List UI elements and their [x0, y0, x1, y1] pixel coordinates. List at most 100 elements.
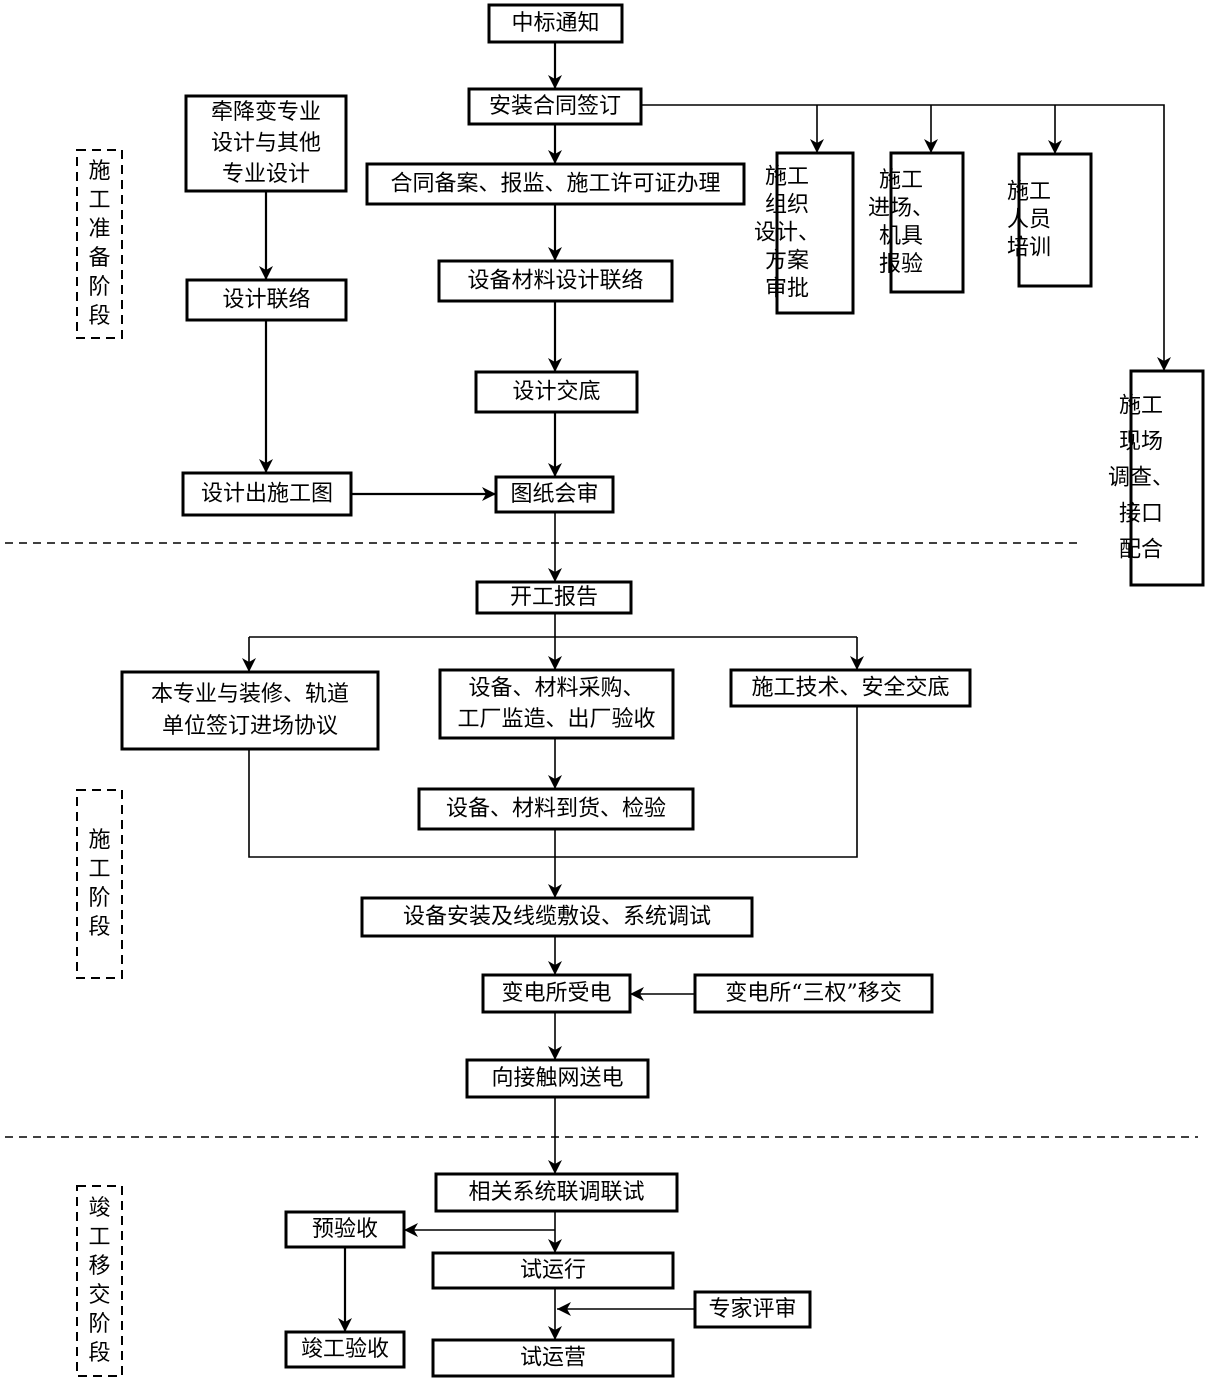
node-joint-debug: 相关系统联调联试	[434, 1172, 679, 1213]
node-box	[365, 162, 746, 206]
node-label-line: 调查、	[1108, 466, 1174, 491]
node-box	[693, 1290, 812, 1329]
node-expert-review: 专家评审	[693, 1290, 812, 1329]
node-label-line: 施工	[1007, 180, 1051, 205]
node-label-line: 设计交底	[512, 380, 600, 405]
arrow-catenary-to-joint	[548, 1097, 562, 1174]
arrow-to-staff-training	[1048, 105, 1062, 154]
arrow-trial-run-to-operation	[548, 1288, 562, 1340]
node-three-rights: 变电所“三权”移交	[693, 973, 934, 1014]
node-box	[481, 973, 632, 1014]
arrowhead	[548, 1160, 562, 1174]
node-label-line: 机具	[879, 224, 923, 249]
arrowhead	[548, 961, 562, 975]
arrow-to-site-entry	[924, 105, 938, 153]
arrowhead	[242, 658, 256, 672]
node-box	[494, 475, 615, 514]
node-contract-filing: 合同备案、报监、施工许可证办理	[365, 162, 746, 206]
arrow-expert-to-operation	[557, 1302, 695, 1316]
node-label-line: 施工	[765, 165, 809, 190]
node-box	[729, 668, 972, 708]
stage-char: 段	[88, 304, 110, 329]
arrow-procurement-to-arrival	[548, 738, 562, 789]
arrowhead	[548, 884, 562, 898]
stage-char: 段	[88, 1341, 110, 1366]
arrow-to-org-design	[810, 105, 824, 153]
node-label-line: 施工	[879, 168, 923, 193]
node-label-line: 接口	[1119, 502, 1163, 527]
arrowhead	[548, 1046, 562, 1060]
arrow-joint-to-pre-acceptance	[404, 1223, 555, 1237]
node-label-line: 变电所受电	[501, 981, 611, 1006]
arrowhead	[548, 568, 562, 582]
node-catenary-power: 向接触网送电	[465, 1058, 650, 1099]
node-label-line: 图纸会审	[510, 482, 598, 507]
stage-char: 准	[88, 217, 110, 242]
arrow-filing-to-liaison	[548, 204, 562, 261]
node-label-line: 施工技术、安全交底	[751, 676, 949, 701]
arrowhead	[1157, 357, 1171, 371]
stage-char: 施	[88, 828, 110, 853]
node-label-line: 现场	[1119, 430, 1163, 455]
arrowhead	[924, 139, 938, 153]
node-label-line: 培训	[1007, 236, 1051, 261]
node-box	[889, 151, 965, 294]
node-box	[487, 3, 624, 44]
node-design-disclosure: 设计交底	[474, 370, 639, 414]
arrowhead	[338, 1318, 352, 1332]
node-drawing-review: 图纸会审	[494, 475, 615, 514]
arrow-traction-to-liaison	[259, 191, 273, 280]
node-pre-acceptance: 预验收	[284, 1210, 406, 1249]
arrowhead	[548, 150, 562, 164]
stage-char: 备	[88, 246, 110, 271]
arrow-to-procurement	[548, 637, 562, 670]
arrow-disclosure-to-review	[548, 412, 562, 477]
stage-frame	[76, 1185, 123, 1377]
node-label-line: 设计、	[754, 221, 820, 246]
arrow-contract-to-filing	[548, 124, 562, 164]
node-label-line: 向接触网送电	[491, 1066, 623, 1091]
stage-frame	[76, 789, 123, 979]
arrowhead	[259, 459, 273, 473]
node-label-line: 设备材料设计联络	[467, 269, 643, 294]
node-arrival-inspection: 设备、材料到货、检验	[417, 787, 695, 831]
stage-char: 工	[88, 188, 110, 213]
stage-char: 移	[88, 1254, 110, 1279]
node-label-line: 中标通知	[511, 11, 599, 36]
stage-char: 施	[88, 159, 110, 184]
node-box	[693, 973, 934, 1014]
arrow-drawings-to-review	[351, 487, 496, 501]
node-label-line: 开工报告	[510, 585, 598, 610]
stage-char: 阶	[88, 886, 110, 911]
node-label-line: 方案	[765, 249, 809, 274]
node-box	[181, 471, 353, 517]
node-design-liaison: 设计联络	[185, 278, 348, 322]
arrow-to-installation	[548, 829, 562, 898]
node-label-line: 竣工验收	[301, 1337, 389, 1362]
stage-char: 交	[88, 1283, 110, 1308]
arrowhead	[548, 358, 562, 372]
branch-contract-right	[641, 104, 1171, 371]
arrowhead	[548, 656, 562, 670]
node-box	[467, 87, 643, 126]
node-label-line: 预验收	[312, 1217, 378, 1242]
node-label-line: 配合	[1119, 538, 1163, 563]
arrow-joint-to-trial-run	[548, 1211, 562, 1253]
node-label-line: 人员	[1007, 208, 1051, 233]
arrowhead	[810, 139, 824, 153]
stage-char: 工	[88, 857, 110, 882]
node-label-line: 设备安装及线缆敷设、系统调试	[403, 905, 711, 930]
node-label-line: 牵降变专业	[211, 100, 321, 125]
node-label-line: 设计与其他	[211, 131, 321, 156]
node-start-report: 开工报告	[475, 580, 633, 615]
connector-line	[248, 706, 858, 858]
arrowhead	[1048, 140, 1062, 154]
arrow-install-to-substation	[548, 936, 562, 975]
stage-char: 竣	[88, 1196, 110, 1221]
